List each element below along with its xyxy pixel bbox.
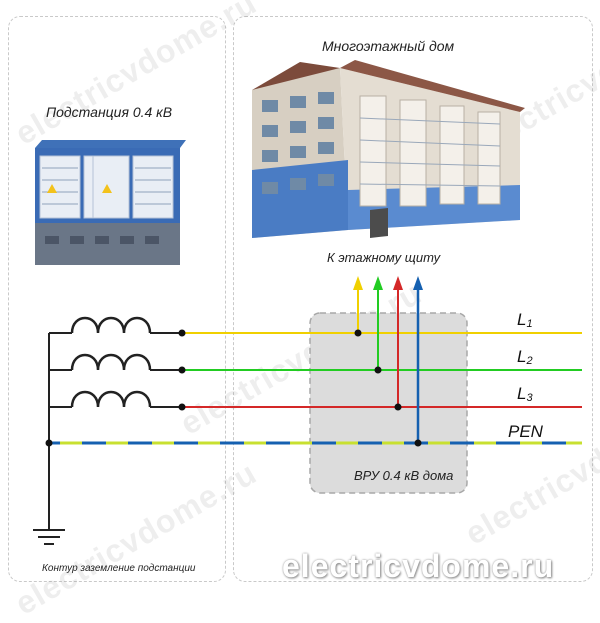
label-l2: L2 — [517, 347, 533, 367]
arrow-pen-icon — [413, 276, 423, 290]
transformer-coils — [70, 316, 152, 408]
star-connection — [48, 332, 182, 530]
label-l1: L1 — [517, 310, 533, 330]
junction-dots — [45, 329, 422, 447]
substation-panel — [8, 16, 226, 582]
label-l3: L3 — [517, 384, 533, 404]
floor-panel-label: К этажному щиту — [327, 250, 441, 265]
site-watermark: electricvdome.ru — [282, 548, 555, 584]
ground-icon — [33, 529, 65, 545]
building-panel — [233, 16, 593, 582]
building-title: Многоэтажный дом — [322, 38, 455, 54]
substation-image — [35, 140, 186, 265]
arrow-l3-icon — [393, 276, 403, 290]
vru-box — [309, 312, 468, 494]
building-image — [252, 60, 525, 238]
vru-label: ВРУ 0.4 кВ дома — [354, 468, 454, 483]
arrow-l1-icon — [353, 276, 363, 290]
label-pen: PEN — [508, 422, 543, 441]
grounding-label: Контур заземление подстанции — [42, 563, 196, 574]
substation-title: Подстанция 0.4 кВ — [46, 104, 173, 120]
diagram-canvas — [33, 60, 582, 545]
arrow-l2-icon — [373, 276, 383, 290]
